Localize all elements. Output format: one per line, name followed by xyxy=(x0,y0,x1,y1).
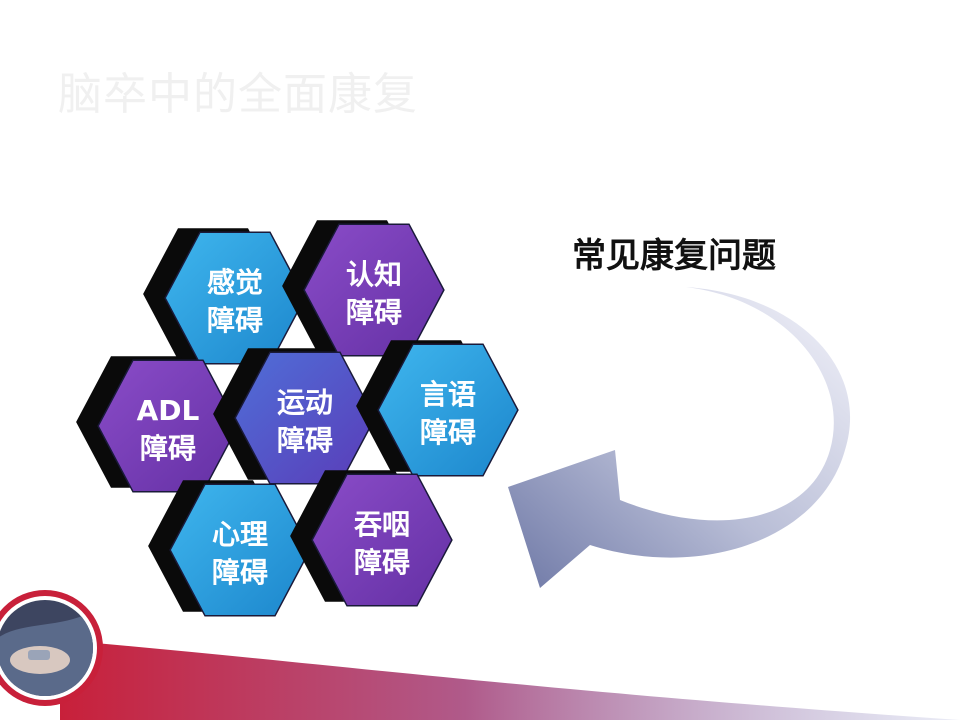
hexagon-face xyxy=(377,343,519,477)
hexagon-label-line2: 障碍 xyxy=(354,546,410,579)
hexagon-label-line2: 障碍 xyxy=(277,424,333,457)
hexagon-label-line2: 障碍 xyxy=(207,304,263,337)
hexagon-label-line1: 运动 xyxy=(277,386,333,419)
hexagon-label-line1: 认知 xyxy=(346,258,402,291)
callout-label: 常见康复问题 xyxy=(572,236,776,276)
hexagon-label-line2: 障碍 xyxy=(420,416,476,449)
hexagon-label-line1: ADL xyxy=(137,394,200,427)
hexagon-label-line1: 吞咽 xyxy=(354,508,410,541)
hexagon-face xyxy=(169,483,311,617)
hexagon-adl: ADL 障碍 xyxy=(76,356,239,493)
hexagon-face xyxy=(311,473,453,607)
footer-band xyxy=(60,640,960,720)
curved-arrow xyxy=(508,287,851,588)
hexagon-label-line1: 心理 xyxy=(212,518,268,551)
hexagon-label-line2: 障碍 xyxy=(140,432,196,465)
photo-badge xyxy=(0,590,103,706)
hexagon-label-line1: 感觉 xyxy=(207,266,263,299)
hexagon-label-line2: 障碍 xyxy=(212,556,268,589)
hexagon-label-line1: 言语 xyxy=(420,378,476,411)
hexagon-label-line2: 障碍 xyxy=(346,296,402,329)
slide-title: 脑卒中的全面康复 xyxy=(58,69,418,120)
